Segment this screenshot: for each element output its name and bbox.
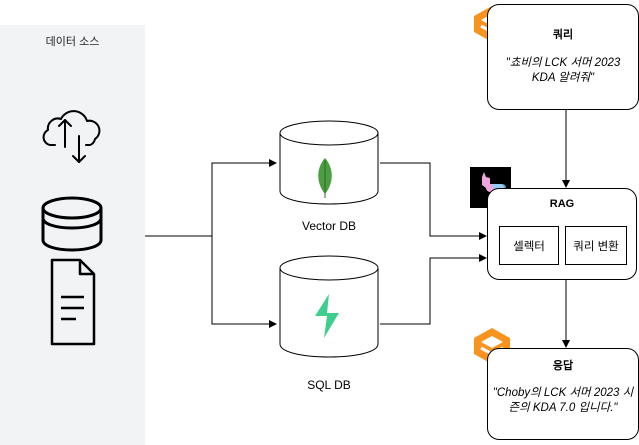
query-transform-node: 쿼리 변환 bbox=[565, 226, 627, 265]
vector-db-cylinder bbox=[279, 120, 379, 205]
query-box bbox=[487, 4, 639, 110]
response-text-line-2: 즌의 KDA 7.0 입니다." bbox=[508, 402, 618, 414]
query-text: "쵸비의 LCK 서머 2023 KDA 알려줘" bbox=[492, 56, 634, 86]
query-text-line-2: KDA 알려줘" bbox=[531, 72, 595, 84]
response-text-line-1: "Choby의 LCK 서머 2023 시 bbox=[492, 387, 634, 399]
sql-db-label: SQL DB bbox=[307, 378, 351, 392]
data-source-panel bbox=[0, 25, 145, 445]
sql-db-cylinder bbox=[279, 255, 379, 358]
connector-lines bbox=[145, 110, 570, 348]
cloud-sync-icon bbox=[42, 110, 101, 163]
query-text-line-1: "쵸비의 LCK 서머 2023 bbox=[505, 57, 621, 69]
mongodb-leaf-icon bbox=[318, 158, 332, 198]
response-text: "Choby의 LCK 서머 2023 시 즌의 KDA 7.0 입니다." bbox=[490, 386, 636, 416]
vector-db-label: Vector DB bbox=[301, 219, 357, 233]
selector-node: 셀렉터 bbox=[499, 226, 559, 265]
database-icon bbox=[41, 196, 103, 252]
query-title: 쿼리 bbox=[552, 29, 574, 41]
supabase-bolt-icon bbox=[315, 294, 339, 338]
data-source-title: 데이터 소스 bbox=[45, 36, 100, 48]
document-icon bbox=[50, 258, 96, 346]
rag-title: RAG bbox=[549, 198, 575, 210]
response-title: 응답 bbox=[552, 360, 574, 372]
response-box bbox=[487, 348, 639, 440]
